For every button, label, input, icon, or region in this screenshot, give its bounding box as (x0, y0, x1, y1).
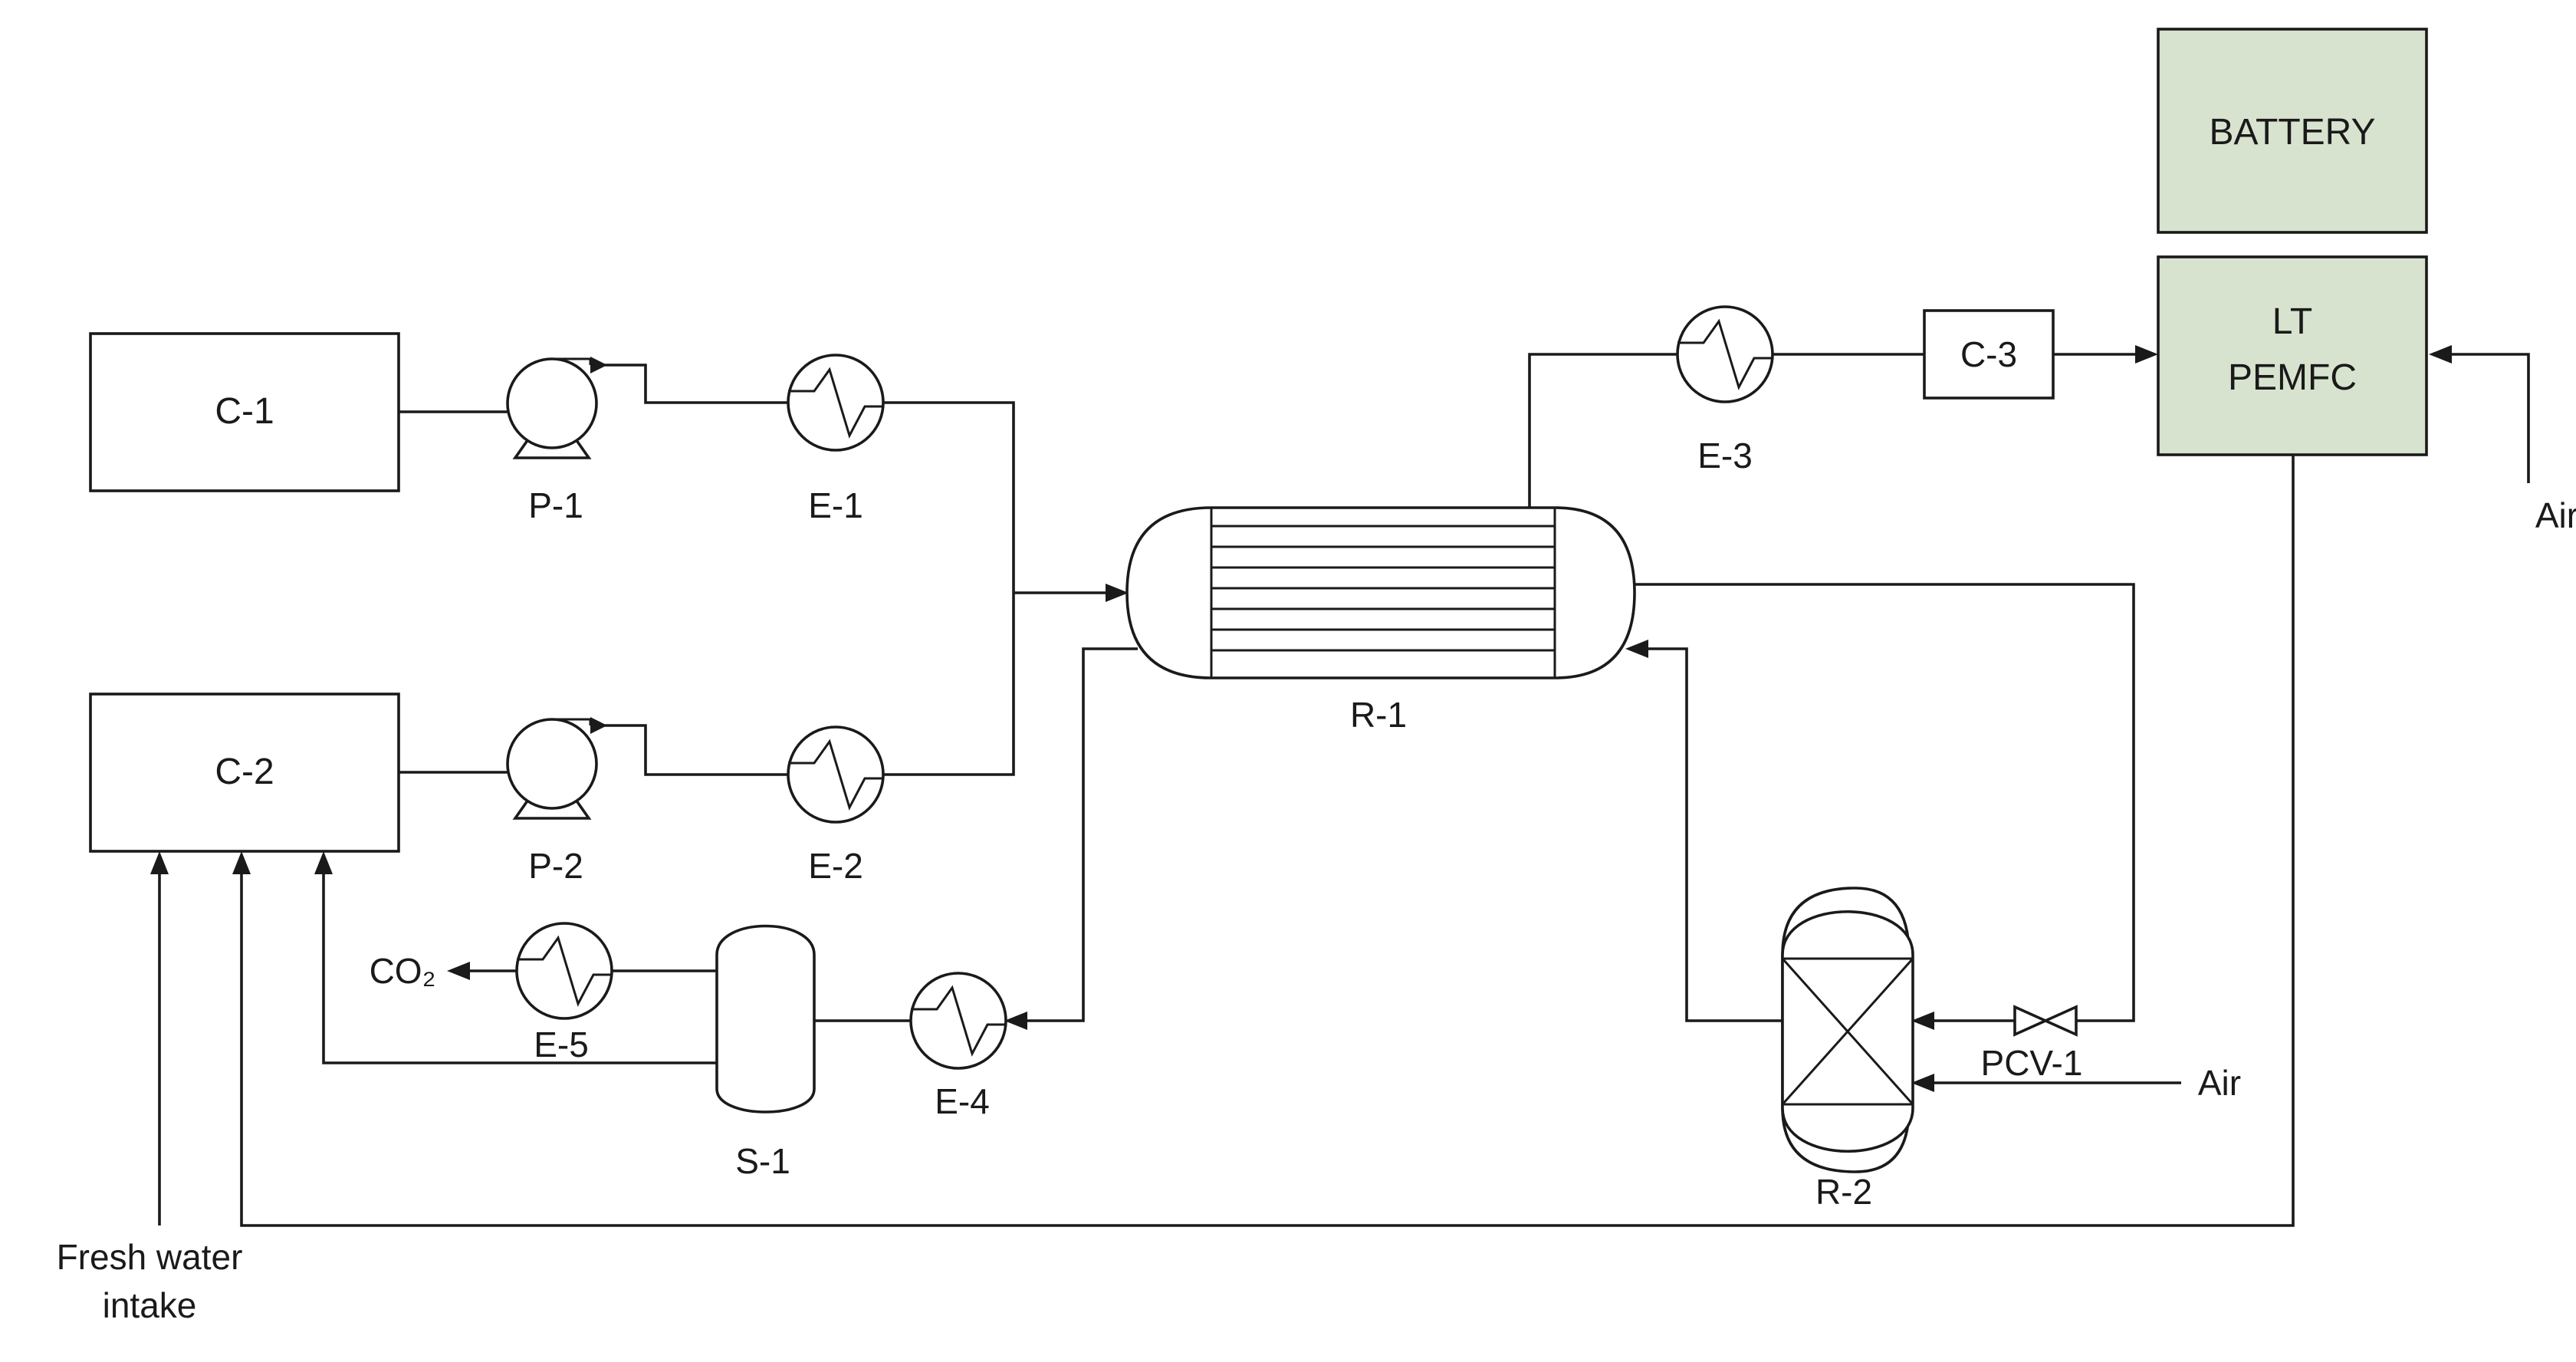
unit-c3: C-3 (1923, 309, 2055, 400)
heat-exchanger-e5: E-5 (515, 922, 613, 1064)
packed-bed-reactor-icon (1781, 887, 1914, 1173)
reactor-r2-label: R-2 (1815, 1172, 1872, 1212)
unit-c3-label: C-3 (1960, 334, 2017, 374)
arrow-into-e4 (1004, 1012, 1027, 1030)
pemfc-box (2157, 255, 2428, 456)
pemfc-label-line2: PEMFC (2228, 357, 2357, 398)
arrow-water-into-c2 (232, 851, 251, 874)
valve-icon (2013, 1005, 2078, 1037)
arrow-freshwater-into-c2 (150, 851, 169, 874)
battery-block: BATTERY (2157, 28, 2428, 234)
arrow-air-into-pemfc (2429, 345, 2452, 364)
reactor-r2: R-2 (1781, 887, 1914, 1212)
fuel-cell-block: LT PEMFC (2157, 255, 2428, 456)
valve-pcv1: PCV-1 (1981, 1005, 2083, 1083)
arrow-r2-into-r1 (1625, 640, 1648, 658)
line-r1-e4 (1012, 647, 1138, 1022)
battery-label: BATTERY (2210, 112, 2376, 153)
fresh-water-label-line1: Fresh water (57, 1237, 243, 1277)
co2-label: CO₂ (370, 951, 436, 991)
heat-exchanger-icon (515, 922, 613, 1020)
fresh-water-label-line2: intake (103, 1285, 197, 1325)
separator-s1-label: S-1 (735, 1141, 790, 1181)
line-air-pemfc (2446, 353, 2530, 483)
pump-icon (506, 717, 607, 820)
heat-exchanger-icon (787, 725, 885, 824)
heat-exchanger-e2: E-2 (787, 725, 885, 886)
heat-exchanger-e3-label: E-3 (1697, 436, 1753, 475)
arrow-air-into-r2 (1911, 1074, 1934, 1092)
line-pemfc-c2 (240, 455, 2295, 1227)
pipe-lines (158, 353, 2530, 1227)
heat-exchanger-icon (787, 354, 885, 452)
line-r1-e3 (1528, 353, 1677, 508)
line-s1-c2 (322, 863, 717, 1064)
heat-exchanger-icon (1676, 305, 1774, 403)
pump-p2: P-2 (506, 717, 607, 886)
arrow-into-pemfc (2135, 345, 2158, 364)
separator-vessel-icon (715, 924, 816, 1114)
arrow-into-r1 (1106, 584, 1129, 602)
heat-exchanger-e2-label: E-2 (808, 846, 863, 886)
heat-exchanger-icon (909, 972, 1007, 1070)
arrow-co2-out (447, 962, 470, 980)
tank-c2: C-2 (89, 693, 400, 853)
tank-c2-label: C-2 (215, 752, 274, 792)
heat-exchanger-e3: E-3 (1676, 305, 1774, 475)
heat-exchanger-e4-label: E-4 (935, 1081, 990, 1121)
air-label-top: Air (2535, 495, 2576, 535)
pump-p1-label: P-1 (528, 485, 583, 525)
valve-pcv1-label: PCV-1 (1981, 1043, 2083, 1083)
tank-c1: C-1 (89, 332, 400, 492)
battery-box (2157, 28, 2428, 234)
line-r1-pcv1 (1631, 583, 2135, 1022)
arrow-into-r2-top (1911, 1012, 1934, 1030)
reactor-r1-label: R-1 (1350, 695, 1407, 735)
heat-exchanger-e4: E-4 (909, 972, 1007, 1121)
heat-exchanger-e1: E-1 (787, 354, 885, 525)
line-r2-r1 (1637, 647, 1783, 1022)
reactor-r1: R-1 (1125, 506, 1636, 735)
line-p2-e2 (590, 724, 788, 776)
air-label-bottom: Air (2198, 1063, 2241, 1103)
tubular-reactor-icon (1125, 506, 1636, 679)
pemfc-label-line1: LT (2272, 301, 2312, 342)
heat-exchanger-e5-label: E-5 (534, 1025, 589, 1064)
pump-icon (506, 357, 607, 459)
heat-exchanger-e1-label: E-1 (808, 485, 863, 525)
arrow-recycle-into-c2 (314, 851, 333, 874)
pump-p1: P-1 (506, 357, 607, 525)
tank-c1-label: C-1 (215, 391, 274, 432)
flow-arrows (150, 345, 2452, 1092)
pump-p2-label: P-2 (528, 846, 583, 886)
line-e1-e2-manifold (883, 401, 1015, 776)
line-p1-e1 (590, 364, 788, 404)
separator-s1: S-1 (715, 924, 816, 1181)
